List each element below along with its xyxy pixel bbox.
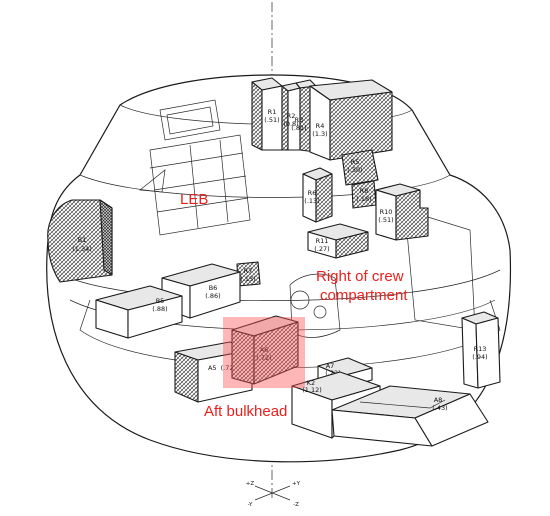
label-a8-value: (.43)	[432, 404, 447, 412]
annotation-leb: LEB	[180, 191, 209, 208]
label-b5-name: B5	[156, 297, 165, 305]
label-k2-name: K2	[307, 379, 315, 387]
label-a5-name: A5	[208, 364, 217, 372]
label-b6-name: B6	[209, 284, 218, 292]
label-r2-value: (0.8)	[283, 120, 298, 128]
label-r5-name: R5	[351, 158, 360, 166]
box-r5: R5 (.30)	[341, 149, 379, 186]
box-r11: R11 (.27)	[307, 223, 369, 259]
box-r10: R10 (.51)	[375, 183, 429, 241]
label-r4-name: R4	[316, 122, 325, 130]
label-r3-name: R3	[295, 116, 304, 124]
annotation-aft-bulkhead: Aft bulkhead	[204, 403, 288, 420]
box-r2: R2 (0.8)	[281, 82, 301, 151]
label-r2-name: R2	[287, 112, 296, 120]
axis-label-minus-z: -Z	[293, 502, 299, 508]
box-r6: R6 (.13)	[302, 167, 333, 223]
box-b1: B1 (1.34)	[47, 199, 113, 283]
label-r6-name: R6	[308, 189, 317, 197]
label-r5-value: (.30)	[347, 166, 362, 174]
box-b5: B5 (.88)	[95, 285, 183, 339]
axis-label-plus-z: +Z	[246, 481, 255, 487]
label-b6-value: (.86)	[205, 292, 220, 300]
box-r1: R1 (.51)	[251, 77, 283, 151]
box-r8: R8 (.18)	[351, 180, 377, 209]
label-r6-value: (.13)	[304, 197, 319, 205]
label-r13-value: (.94)	[472, 353, 487, 361]
aft-bulkhead-highlight	[223, 317, 305, 388]
label-r11-value: (.27)	[314, 245, 329, 253]
label-r7-name: R7	[244, 267, 253, 275]
label-k2-value: (1.12)	[302, 386, 322, 394]
label-a8-name: A8	[434, 396, 443, 404]
label-r8-value: (.18)	[356, 195, 371, 203]
axis-label-minus-y: -Y	[248, 502, 253, 508]
box-r4: R4 (1.3)	[309, 79, 393, 161]
box-b6: B6 (.86)	[161, 263, 241, 319]
annotation-right-of-crew: Right of crew	[316, 268, 404, 285]
label-r13-name: R13	[474, 345, 487, 353]
label-b5-value: (.88)	[152, 305, 167, 313]
label-r11-name: R11	[316, 237, 329, 245]
label-r7-value: (.13)	[240, 275, 255, 283]
label-r8-name: R8	[360, 187, 369, 195]
label-r1-name: R1	[268, 108, 277, 116]
label-a5-name-value: A5 (.72)	[208, 364, 236, 372]
label-r1-value: (.51)	[264, 116, 279, 124]
box-r13: R13 (.94)	[461, 311, 501, 389]
label-a6-name: A6	[260, 346, 269, 354]
label-r10-value: (.51)	[378, 216, 393, 224]
axis-indicator: +Z +Y -Y -Z	[246, 481, 301, 508]
box-a8: A8 (.43)	[331, 385, 489, 447]
annotation-compartment: compartment	[320, 287, 408, 304]
box-r7: R7 (.13)	[236, 261, 261, 287]
label-b1-value: (1.34)	[72, 245, 92, 253]
axis-label-plus-y: +Y	[292, 481, 301, 487]
label-a5-value: (.72)	[221, 364, 236, 372]
label-a7-value: (.22)	[325, 369, 340, 377]
capsule-shell	[46, 74, 512, 463]
box-a6: A6 (.72)	[231, 315, 299, 385]
label-b1-name: B1	[78, 236, 87, 244]
label-r3-value: (.81)	[291, 124, 306, 132]
label-r4-value: (1.3)	[312, 130, 327, 138]
label-a7-name: A7	[326, 362, 335, 370]
label-a6-value: (.72)	[256, 354, 271, 362]
label-r10-name: R10	[380, 208, 393, 216]
